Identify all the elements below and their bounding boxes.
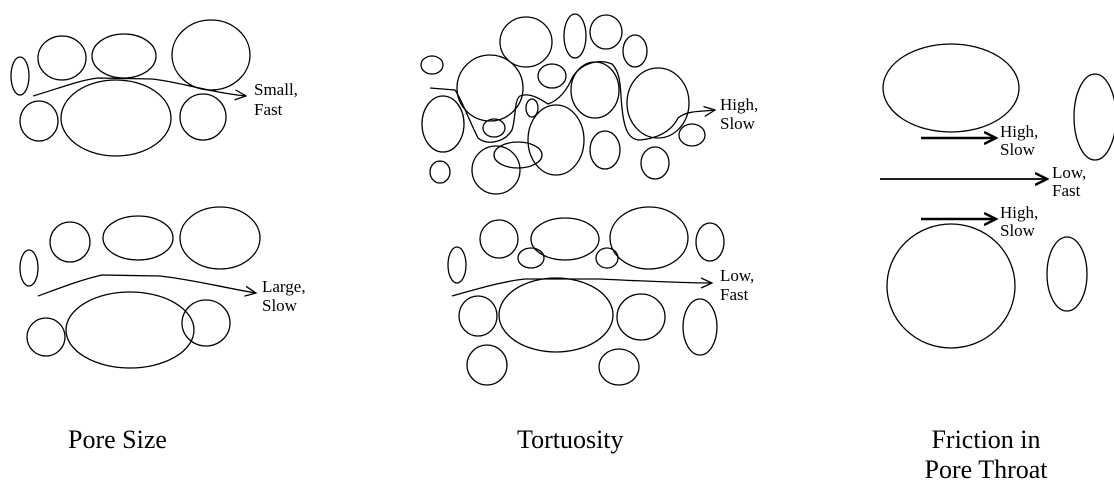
- friction-caption-line1: Friction in: [931, 425, 1040, 454]
- small-fast-label-line2: Fast: [254, 100, 283, 119]
- grain: [499, 16, 553, 68]
- top-high-label-line1: High,: [1000, 122, 1038, 141]
- grain: [65, 291, 195, 369]
- grain: [456, 54, 524, 122]
- grain: [527, 104, 585, 176]
- grain: [882, 43, 1020, 133]
- grain: [60, 79, 172, 157]
- low-fast-label-line2: Fast: [720, 285, 749, 304]
- grain: [19, 100, 59, 142]
- grain: [695, 222, 725, 262]
- grain: [598, 348, 640, 386]
- grain: [10, 56, 30, 96]
- large-slow-label-line1: Large,: [262, 277, 306, 296]
- top-slow-label-line2: Slow: [1000, 140, 1036, 159]
- grain: [102, 215, 174, 261]
- grain: [482, 118, 506, 138]
- pore-size-panel: Small, Fast Large, Slow Pore Size: [10, 19, 306, 454]
- high-tortuosity-flow-arrow: [429, 61, 715, 143]
- grain: [19, 249, 39, 287]
- grain: [37, 35, 87, 81]
- tortuosity-caption: Tortuosity: [517, 425, 624, 454]
- grain: [525, 98, 539, 118]
- grain: [589, 130, 621, 170]
- friction-caption-line2: Pore Throat: [925, 455, 1049, 484]
- high-tortuosity-grains: [420, 13, 706, 195]
- grain: [595, 247, 619, 269]
- small-fast-label-line1: Small,: [254, 80, 298, 99]
- grain: [678, 123, 706, 147]
- grain: [1046, 236, 1088, 312]
- grain: [537, 63, 567, 89]
- small-pore-grains: [10, 19, 251, 157]
- grain: [447, 246, 467, 284]
- grain: [493, 141, 543, 169]
- small-pore-flow-arrow: [32, 77, 246, 96]
- low-tortuosity-flow-arrow: [451, 279, 712, 297]
- grain: [479, 219, 519, 259]
- grain: [466, 344, 508, 386]
- low-tortuosity-grains: [447, 206, 725, 386]
- grain: [886, 223, 1016, 349]
- low-fast-label-line1: Low,: [720, 266, 754, 285]
- grain: [26, 317, 66, 357]
- bottom-high-label-line1: High,: [1000, 203, 1038, 222]
- bottom-slow-label-line2: Slow: [1000, 221, 1036, 240]
- grain: [609, 206, 689, 270]
- grain: [179, 206, 261, 270]
- tortuosity-panel: High, Slow Low, Fast Tortuosity: [420, 13, 758, 454]
- grain: [171, 19, 251, 91]
- grain: [616, 293, 666, 341]
- grain: [91, 33, 157, 79]
- grain: [682, 298, 718, 356]
- middle-fast-label-line2: Fast: [1052, 181, 1081, 200]
- large-pore-grains: [19, 206, 261, 369]
- high-slow-label-line2: Slow: [720, 114, 756, 133]
- large-pore-flow-arrow: [37, 274, 256, 296]
- grain: [181, 299, 231, 347]
- grain: [517, 247, 545, 269]
- grain: [471, 145, 521, 195]
- grain: [179, 93, 227, 141]
- high-slow-label-line1: High,: [720, 95, 758, 114]
- pore-size-caption: Pore Size: [68, 425, 167, 454]
- grain: [49, 221, 91, 263]
- grain: [640, 146, 670, 180]
- grain: [429, 160, 451, 184]
- grain: [626, 67, 690, 139]
- middle-low-label-line1: Low,: [1052, 163, 1086, 182]
- grain: [458, 295, 498, 337]
- grain: [622, 34, 648, 68]
- grain: [498, 277, 614, 353]
- grain: [420, 55, 444, 75]
- friction-panel: High, Slow Low, Fast High, Slow Friction…: [880, 43, 1114, 484]
- grain: [589, 14, 623, 50]
- grain: [563, 13, 587, 59]
- grain: [421, 95, 465, 153]
- large-slow-label-line2: Slow: [262, 296, 298, 315]
- grain: [1073, 73, 1114, 161]
- grain: [530, 217, 600, 261]
